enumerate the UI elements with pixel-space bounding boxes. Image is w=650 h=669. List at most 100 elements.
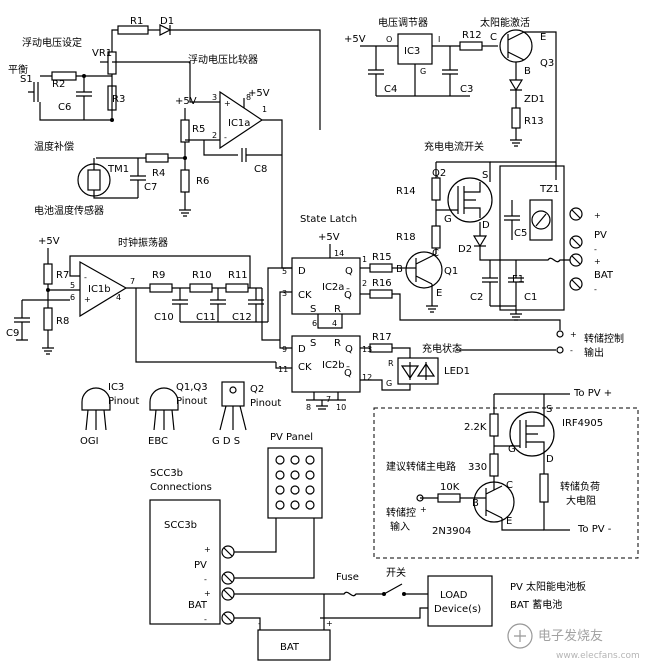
battery-label: BAT	[280, 642, 300, 653]
led-icon	[400, 362, 420, 380]
wire	[494, 394, 545, 447]
pin-label: 6	[70, 293, 75, 302]
r8-label: R8	[56, 316, 69, 327]
terminal-screws	[223, 547, 233, 623]
ground-symbol	[490, 305, 522, 321]
zd1-label: ZD1	[524, 94, 545, 105]
led1-label: LED1	[444, 366, 470, 377]
charge-switch-section: 充电电流开关 Q2 R14 R18 S G D D2 B C E Q1 C2	[396, 140, 570, 321]
r6-resistor	[180, 169, 190, 193]
dump-input-label: 输入	[390, 520, 410, 533]
solar-exc-label: 太阳能激活	[480, 16, 530, 29]
pin-label: C	[432, 248, 439, 259]
float-set-label: 浮动电压设定	[22, 36, 82, 49]
float-comparator-label: 浮动电压比较器	[188, 53, 258, 66]
r15-label: R15	[372, 252, 392, 263]
r8-resistor	[43, 307, 53, 331]
c5-capacitor	[504, 200, 520, 240]
r17-resistor	[369, 343, 393, 353]
q2-pinout-icon	[229, 386, 237, 394]
junction	[382, 592, 386, 596]
to-pv-minus-label: To PV -	[577, 524, 612, 535]
battery-box	[257, 629, 331, 661]
r17-label: R17	[372, 332, 392, 343]
pin-label: 4	[332, 319, 337, 328]
dump-main-label: 建议转储主电路	[386, 460, 456, 473]
pinout-label: Q2	[250, 384, 264, 395]
to-pv-plus-label: To PV +	[573, 388, 612, 399]
dump-load-resistor	[539, 473, 549, 503]
q1-q3-pinout-icon	[149, 387, 179, 411]
c2-label: C2	[470, 292, 483, 303]
wire	[243, 98, 283, 150]
r3-label: R3	[112, 94, 125, 105]
bat-plus-terminal	[569, 253, 583, 267]
load-label: LOAD	[440, 590, 468, 601]
c4-capacitor	[368, 46, 384, 96]
q-2n3904-label: 2N3904	[432, 526, 471, 537]
c8-label: C8	[254, 164, 267, 175]
pin-label: 8	[306, 403, 311, 412]
vcc-label: +5V	[318, 232, 340, 243]
pv-label: PV	[194, 560, 207, 571]
pin-label: D	[298, 344, 306, 355]
power-frame	[499, 165, 565, 311]
wire	[360, 379, 411, 391]
q2-label: Q2	[432, 168, 446, 179]
ground-symbol	[42, 330, 54, 355]
c8-capacitor	[203, 140, 282, 162]
pin-label: 9	[282, 345, 287, 354]
vcc-label: +5V	[344, 34, 366, 45]
pin-label: C	[506, 480, 513, 491]
r10-resistor	[189, 283, 213, 293]
pin-label: R	[334, 304, 341, 315]
output-label: 输出	[584, 346, 604, 359]
pin-label: 4	[116, 293, 121, 302]
output-terminal	[556, 330, 564, 338]
c10-capacitor	[172, 288, 188, 322]
pin-label: B	[524, 66, 531, 77]
pin-label: Q̄	[344, 366, 352, 379]
pin-label: G	[508, 444, 516, 455]
balance-label: 平衡	[8, 64, 28, 76]
pin-label: -	[84, 273, 87, 282]
c9-label: C9	[6, 328, 19, 339]
r1-resistor	[117, 25, 149, 35]
wire	[317, 314, 343, 329]
pin-label: 5	[70, 281, 75, 290]
scc3b-conn-label: SCC3b	[150, 468, 183, 479]
r18-resistor	[431, 225, 441, 249]
pin-label: 7	[130, 277, 135, 286]
wire	[261, 288, 280, 341]
pin-label: Q	[345, 266, 353, 277]
pin-label: R	[388, 359, 394, 368]
c12-label: C12	[232, 312, 252, 323]
pinout-label: Pinout	[176, 396, 207, 407]
pin-label: 2	[212, 131, 217, 140]
wire	[275, 362, 292, 369]
pin-label: -	[570, 346, 573, 355]
pinout-label: Pinout	[250, 398, 281, 409]
pv-panel-label: PV Panel	[270, 432, 313, 443]
wire	[234, 518, 277, 553]
switch-icon	[362, 583, 428, 595]
state-latch-label: State Latch	[300, 214, 357, 225]
pin-label: +	[570, 330, 577, 339]
bat-label: BAT	[594, 270, 614, 281]
vcc-label: +5V	[38, 236, 60, 247]
pin-label: +	[204, 545, 211, 554]
tvs-icon	[531, 210, 551, 230]
wire	[524, 31, 557, 180]
wire	[112, 61, 210, 103]
pin-label: E	[436, 288, 442, 299]
vcc-label: +5V	[175, 96, 197, 107]
r-2k2-label: 2.2K	[464, 422, 487, 433]
pinout-label: OGI	[80, 436, 99, 447]
pin-label: -	[204, 575, 207, 584]
irf4905-mosfet	[509, 411, 555, 457]
fuse-icon	[336, 591, 362, 597]
ic2b-label: IC2b	[322, 360, 345, 371]
c7-label: C7	[144, 182, 157, 193]
transistor-icon	[507, 31, 525, 61]
